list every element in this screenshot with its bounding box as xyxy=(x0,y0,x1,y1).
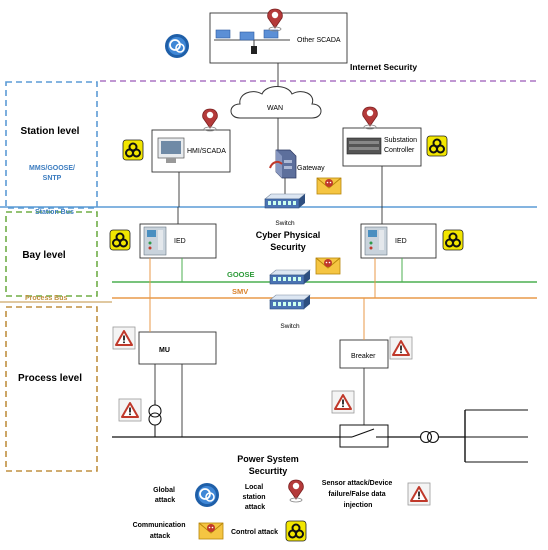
station-protocols-label-2: SNTP xyxy=(43,175,62,182)
ied-device-icon xyxy=(364,226,388,256)
cyber-physical-label-2: Security xyxy=(270,242,306,252)
global-attack-icon xyxy=(194,482,220,508)
controller-icon xyxy=(346,137,382,155)
legend-communication-line: attack xyxy=(150,533,170,540)
gateway-label: Gateway xyxy=(297,165,325,172)
control-attack-icon xyxy=(426,135,448,157)
firewall-gateway-icon xyxy=(269,149,297,179)
feeder-lines xyxy=(439,409,528,463)
process-level-box xyxy=(5,306,98,472)
legend-global-attack-label: Global attack xyxy=(153,487,177,504)
sensor-attack-icon xyxy=(331,390,355,414)
local-station-attack-icon xyxy=(362,106,378,130)
legend: Global attack Local station attack Senso… xyxy=(133,479,431,542)
ied-device-icon xyxy=(143,226,167,256)
station-level-box xyxy=(5,81,98,209)
legend-sensor-line: injection xyxy=(344,502,373,509)
legend-communication-attack-label: Communication attack xyxy=(133,522,188,540)
communication-attack-icon xyxy=(316,177,342,195)
legend-local-station-attack-label: Local station attack xyxy=(243,484,268,511)
other-scada-label: Other SCADA xyxy=(297,37,341,44)
station-protocols-label: MMS/GOOSE/ xyxy=(29,165,75,172)
hmi-computer-icon xyxy=(157,137,185,163)
power-system-label-1: Power System xyxy=(237,454,299,464)
sensor-attack-icon xyxy=(112,326,136,350)
switch-icon xyxy=(269,269,311,285)
switch-icon xyxy=(269,294,311,310)
legend-sensor-line: failure/False data xyxy=(328,491,385,498)
process-level-label: Process level xyxy=(18,373,82,384)
hmi-scada-label: HMI/SCADA xyxy=(187,148,226,155)
sensor-attack-icon xyxy=(389,336,413,360)
internet-security-label: Internet Security xyxy=(350,62,417,72)
wan-label: WAN xyxy=(267,105,283,112)
communication-attack-icon xyxy=(198,522,224,540)
local-station-attack-icon xyxy=(202,108,218,132)
legend-sensor-attack-label: Sensor attack/Device failure/False data … xyxy=(322,480,394,509)
control-attack-icon xyxy=(109,229,131,251)
bay-level-box xyxy=(5,211,98,297)
legend-local-station-line: attack xyxy=(245,504,265,511)
goose-label: GOOSE xyxy=(227,270,255,279)
breaker-label: Breaker xyxy=(351,353,376,360)
local-station-attack-icon xyxy=(288,479,304,503)
sensor-attack-icon xyxy=(407,482,431,506)
breaker-switch-icon xyxy=(339,424,389,448)
bay-level-label: Bay level xyxy=(22,250,66,261)
substation-controller-label-1: Substation xyxy=(384,137,417,144)
current-transformer-icon xyxy=(419,430,440,444)
ied-right-label: IED xyxy=(395,238,407,245)
legend-global-attack-line: Global xyxy=(153,487,175,494)
control-attack-icon xyxy=(442,229,464,251)
mu-label: MU xyxy=(159,347,170,354)
power-system-label-2: Securtity xyxy=(249,466,288,476)
substation-controller-label-2: Controller xyxy=(384,147,415,154)
station-bus-label: Station Bus xyxy=(35,209,74,216)
local-station-attack-icon xyxy=(267,8,283,32)
communication-attack-icon xyxy=(315,257,341,275)
process-bus-label: Process Bus xyxy=(25,295,68,302)
legend-communication-line: Communication xyxy=(133,522,186,529)
sensor-attack-icon xyxy=(118,398,142,422)
global-attack-icon xyxy=(164,33,190,59)
other-scada-network-icon xyxy=(214,29,290,54)
station-level-label: Station level xyxy=(21,126,80,137)
legend-local-station-line: Local xyxy=(245,484,263,491)
station-switch-label: Switch xyxy=(275,220,295,227)
transformer-icon xyxy=(148,400,162,437)
cyber-physical-label-1: Cyber Physical xyxy=(256,230,321,240)
legend-sensor-line: Sensor attack/Device xyxy=(322,480,393,487)
legend-control-attack-label: Control attack xyxy=(231,529,278,536)
legend-local-station-line: station xyxy=(243,494,266,501)
cloud-icon xyxy=(230,86,322,119)
control-attack-icon xyxy=(285,520,307,542)
smv-label: SMV xyxy=(232,287,248,296)
switch-icon xyxy=(264,193,306,209)
process-switch-label: Switch xyxy=(280,323,300,330)
mu-box xyxy=(138,331,217,365)
legend-global-attack-line: attack xyxy=(155,497,175,504)
control-attack-icon xyxy=(122,139,144,161)
ied-left-label: IED xyxy=(174,238,186,245)
